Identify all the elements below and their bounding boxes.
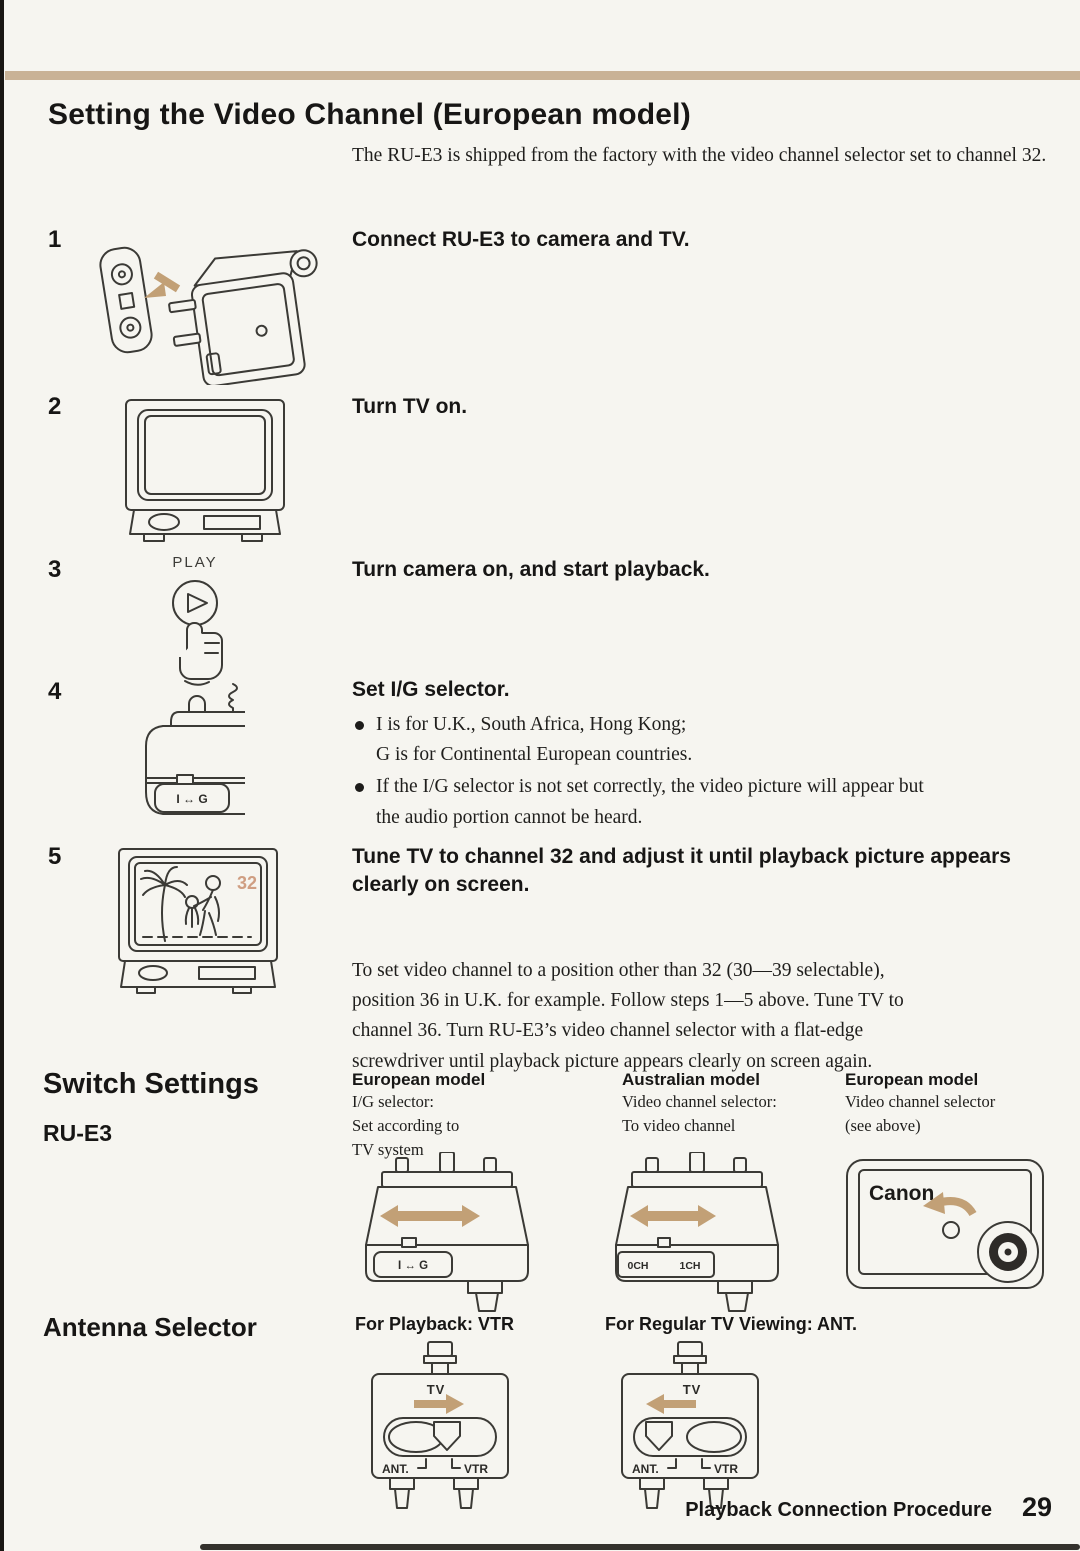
ant-label: ANT. — [632, 1462, 659, 1476]
step-1-number: 1 — [48, 226, 62, 253]
column-title: Australian model — [622, 1070, 760, 1089]
channel-0-label: 0CH — [627, 1260, 648, 1272]
vtr-label: VTR — [464, 1462, 488, 1476]
turn-arrow-icon — [923, 1192, 977, 1217]
play-icon — [187, 593, 208, 613]
intro-text: The RU-E3 is shipped from the factory wi… — [352, 145, 1047, 166]
antenna-viewing-caption: For Regular TV Viewing: ANT. — [605, 1314, 858, 1334]
page-number: 29 — [1021, 1492, 1052, 1522]
play-label: PLAY — [172, 554, 218, 571]
pointing-hand-icon — [179, 622, 223, 686]
tv-label: TV — [683, 1382, 702, 1397]
slide-arrow-icon — [630, 1205, 716, 1227]
selector-knob — [645, 1421, 673, 1451]
top-rule — [5, 71, 1080, 80]
step-5-number: 5 — [48, 843, 62, 870]
tv-illustration — [120, 396, 290, 544]
vtr-label: VTR — [714, 1462, 738, 1476]
footer-label: Playback Connection Procedure — [685, 1499, 992, 1521]
scan-bottom-edge — [200, 1544, 1080, 1550]
antenna-figure-playback: TV ANT. VTR — [352, 1340, 528, 1512]
antenna-playback-caption: For Playback: VTR — [355, 1314, 515, 1334]
channel-32-badge: 32 — [237, 873, 257, 893]
step-5-heading: Tune TV to channel 32 and adjust it unti… — [352, 845, 1011, 897]
ig-switch-label: I ↔ G — [398, 1260, 428, 1272]
playback-scene-illustration: 32 — [140, 866, 257, 942]
page-title: Setting the Video Channel (European mode… — [48, 98, 691, 131]
step-1-heading: Connect RU-E3 to camera and TV. — [352, 228, 690, 251]
ig-switch-label: I ↔ G — [176, 792, 207, 806]
step-2-number: 2 — [48, 393, 62, 420]
canon-logo: Canon — [869, 1182, 934, 1205]
video-channel-selector-figure: Canon — [845, 1158, 1045, 1290]
switch-col-australian: Australian model Video channel selector:… — [622, 1070, 852, 1138]
ig-bullet-2: If the I/G selector is not set correctly… — [352, 772, 1072, 832]
step-4-heading: Set I/G selector. — [352, 678, 510, 701]
antenna-figure-viewing: TV ANT. VTR — [602, 1340, 778, 1512]
insert-arrow-icon — [144, 271, 181, 298]
channel-1-label: 1CH — [679, 1260, 700, 1272]
tv-playback-illustration: 32 — [113, 845, 283, 995]
column-title: European model — [845, 1070, 979, 1089]
ig-bullet-1: I is for U.K., South Africa, Hong Kong; … — [352, 710, 1072, 770]
selector-knob — [433, 1421, 461, 1451]
slide-arrow-icon — [380, 1205, 480, 1227]
scan-left-edge — [0, 0, 4, 1551]
step-3-number: 3 — [48, 556, 62, 583]
ig-selector-illustration: I ↔ G — [133, 682, 245, 832]
switch-figure-european-ig: I ↔ G — [352, 1152, 542, 1314]
ru-e3-adapter-illustration — [92, 230, 342, 385]
switch-col-european-vcs: European model Video channel selector (s… — [845, 1070, 1075, 1138]
direction-arrow-icon — [646, 1394, 696, 1414]
note-paragraph: To set video channel to a position other… — [352, 960, 904, 1072]
switch-figure-australian: 0CH 1CH — [602, 1152, 792, 1314]
play-button-illustration: PLAY — [140, 554, 250, 693]
ant-label: ANT. — [382, 1462, 409, 1476]
step-2-heading: Turn TV on. — [352, 395, 468, 418]
direction-arrow-icon — [414, 1394, 464, 1414]
switch-settings-heading: Switch Settings — [43, 1068, 259, 1100]
column-title: European model — [352, 1070, 486, 1089]
model-label: RU-E3 — [43, 1120, 113, 1146]
switch-col-european-ig: European model I/G selector: Set accordi… — [352, 1070, 592, 1162]
tv-label: TV — [427, 1382, 446, 1397]
antenna-selector-heading: Antenna Selector — [43, 1312, 257, 1342]
wall-plate-illustration — [99, 246, 153, 354]
step-4-number: 4 — [48, 678, 62, 705]
step-3-heading: Turn camera on, and start playback. — [352, 558, 710, 581]
